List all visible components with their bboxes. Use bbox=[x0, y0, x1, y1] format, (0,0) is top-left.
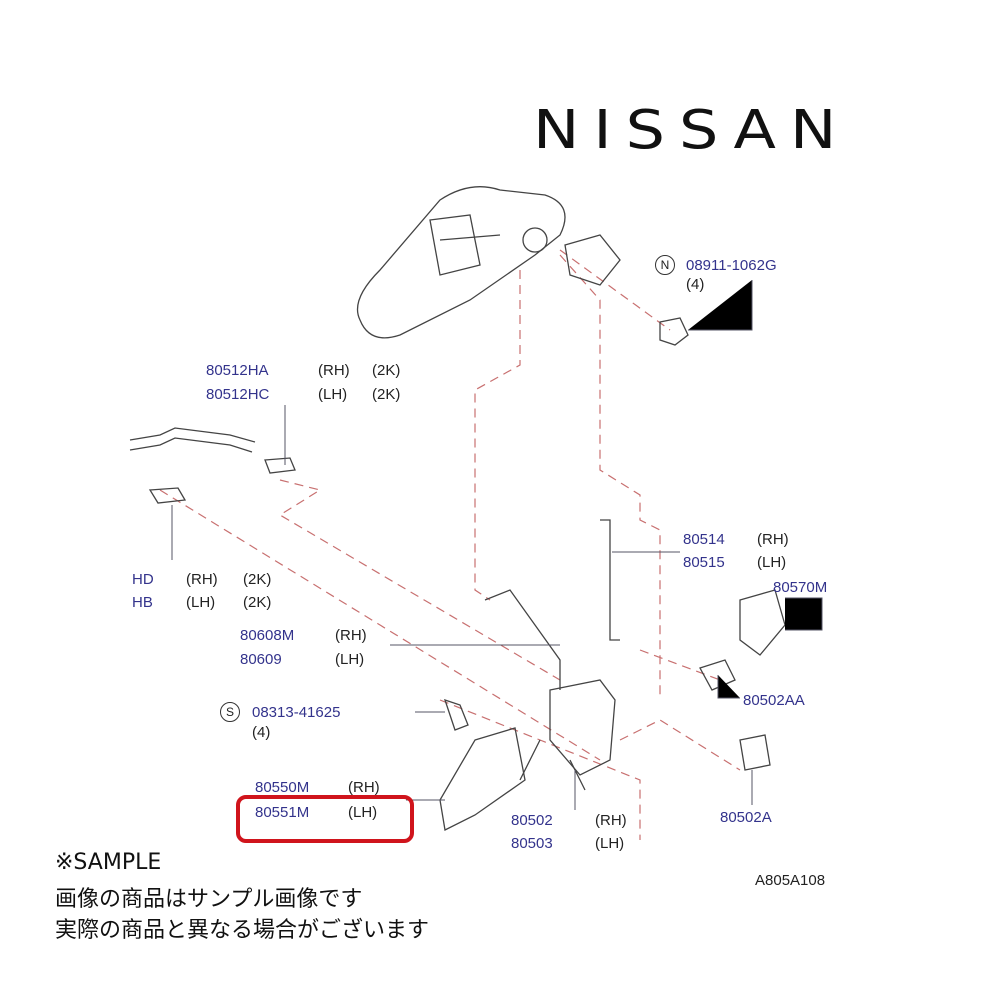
code: (2K) bbox=[372, 386, 401, 403]
part-number[interactable]: 80515 bbox=[683, 554, 725, 571]
part-number[interactable]: 08911-1062G bbox=[686, 257, 777, 274]
code: (2K) bbox=[243, 594, 272, 611]
side: (LH) bbox=[757, 554, 787, 571]
bolt-80502AA bbox=[699, 659, 736, 691]
dashed-line bbox=[474, 270, 521, 601]
part-number[interactable]: 80609 bbox=[240, 651, 282, 668]
screw-marker: S bbox=[220, 702, 240, 722]
striker-80570M bbox=[739, 589, 786, 656]
side: (RH) bbox=[318, 362, 350, 379]
door-lock-actuator bbox=[549, 679, 616, 776]
sample-note: 画像の商品はサンプル画像です bbox=[55, 887, 363, 912]
side: (RH) bbox=[348, 779, 380, 796]
side: (LH) bbox=[318, 386, 348, 403]
part-number[interactable]: HB bbox=[132, 594, 153, 611]
quantity: (4) bbox=[686, 276, 705, 293]
diagram-code: A805A108 bbox=[755, 872, 826, 889]
part-drawings bbox=[129, 186, 786, 831]
bolt-80502A bbox=[739, 734, 771, 771]
part-number[interactable]: 08313-41625 bbox=[252, 704, 341, 721]
part-number-highlighted[interactable]: 80551M bbox=[255, 804, 310, 821]
side: (LH) bbox=[348, 804, 378, 821]
part-number[interactable]: 80514 bbox=[683, 531, 725, 548]
cylinder-rod-clip bbox=[564, 234, 621, 286]
screw-part bbox=[443, 698, 469, 731]
quantity: (4) bbox=[252, 724, 271, 741]
rod-80514 bbox=[600, 519, 620, 641]
part-number[interactable]: 80570M bbox=[773, 579, 828, 596]
nut-part bbox=[659, 317, 689, 346]
side: (LH) bbox=[335, 651, 365, 668]
highlight-box bbox=[236, 795, 414, 843]
part-number[interactable]: HD bbox=[132, 571, 154, 588]
sample-note: 実際の商品と異なる場合がございます bbox=[55, 918, 430, 943]
cable bbox=[129, 427, 256, 453]
code: (2K) bbox=[372, 362, 401, 379]
part-number[interactable]: 80502AA bbox=[743, 692, 805, 709]
dashed-line bbox=[619, 719, 741, 771]
side: (RH) bbox=[335, 627, 367, 644]
part-number[interactable]: 80512HA bbox=[206, 362, 269, 379]
dashed-assembly-lines bbox=[159, 249, 741, 840]
side: (RH) bbox=[595, 812, 627, 829]
code: (2K) bbox=[243, 571, 272, 588]
leader-lines bbox=[171, 280, 823, 810]
dashed-line bbox=[559, 249, 671, 331]
rod-80608 bbox=[484, 589, 561, 690]
dashed-line bbox=[278, 479, 561, 681]
clip-80512 bbox=[264, 457, 296, 474]
part-number[interactable]: 80502A bbox=[720, 809, 772, 826]
outside-handle bbox=[356, 186, 566, 339]
clip-hd bbox=[148, 487, 187, 504]
side: (LH) bbox=[595, 835, 625, 852]
part-number[interactable]: 80512HC bbox=[206, 386, 270, 403]
side: (RH) bbox=[186, 571, 218, 588]
nissan-logo: NISSAN bbox=[533, 98, 851, 161]
handle-mechanism bbox=[429, 214, 501, 276]
side: (LH) bbox=[186, 594, 216, 611]
key-cylinder bbox=[522, 227, 548, 253]
nut-marker: N bbox=[655, 255, 675, 275]
dashed-line bbox=[439, 699, 641, 840]
sample-note: ※SAMPLE bbox=[55, 850, 162, 875]
part-number[interactable]: 80502 bbox=[511, 812, 553, 829]
dashed-line bbox=[159, 489, 601, 761]
part-number[interactable]: 80550M bbox=[255, 779, 310, 796]
part-number[interactable]: 80608M bbox=[240, 627, 295, 644]
dashed-line bbox=[559, 254, 661, 700]
side: (RH) bbox=[757, 531, 789, 548]
part-number[interactable]: 80503 bbox=[511, 835, 553, 852]
